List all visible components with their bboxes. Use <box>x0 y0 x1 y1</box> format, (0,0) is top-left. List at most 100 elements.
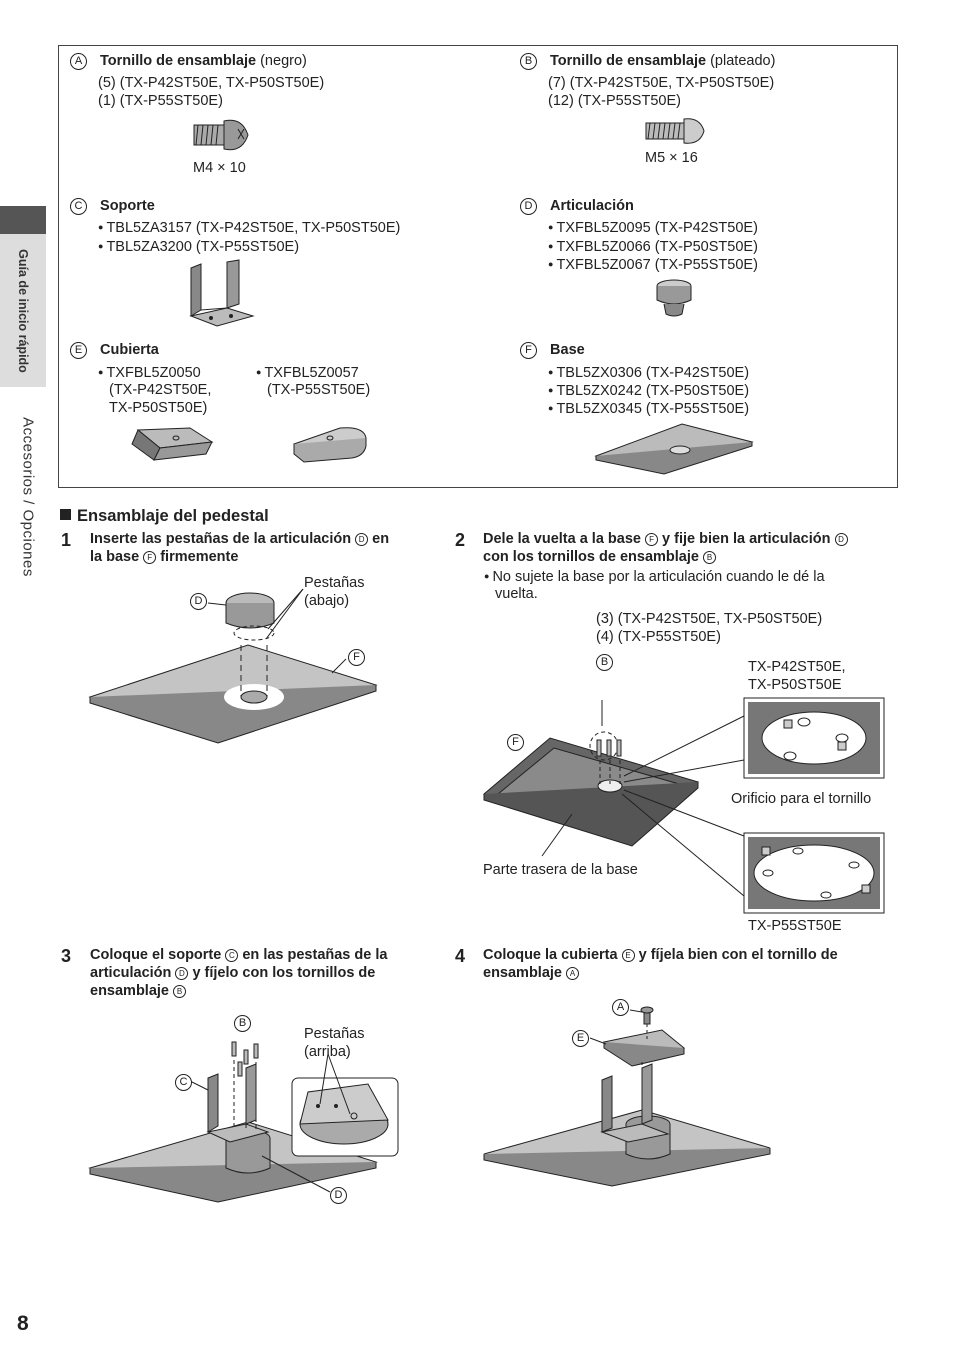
step3-label-arriba: (arriba) <box>304 1044 351 1060</box>
part-e-letter: E <box>70 342 87 359</box>
step3-label-c-letter: C <box>175 1074 192 1091</box>
part-d-letter: D <box>520 198 537 215</box>
side-tab-bottom-label: Accesorios / Opciones <box>19 417 37 577</box>
side-tab-top-label: Guía de inicio rápido <box>16 249 30 373</box>
step3-circ-b: B <box>173 985 187 998</box>
part-b-line2: (12) (TX-P55ST50E) <box>548 93 681 109</box>
step1-label-abajo: (abajo) <box>304 593 350 609</box>
step2-number: 2 <box>455 530 466 550</box>
side-tab-dark <box>0 206 46 234</box>
step2-models1b: TX-P50ST50E <box>748 677 842 693</box>
part-f-item1: TBL5ZX0306 (TX-P42ST50E) <box>548 363 749 382</box>
step1-text-a: Inserte las pestañas de la articulación <box>90 531 356 547</box>
part-d-item1: TXFBL5Z0095 (TX-P42ST50E) <box>548 218 757 237</box>
step1-line2: la base F firmemente <box>90 548 238 566</box>
step1-text-c: la base <box>90 549 144 565</box>
part-f: F Base <box>520 341 585 359</box>
part-b-letter: B <box>520 53 537 70</box>
part-a-line1: (5) (TX-P42ST50E, TX-P50ST50E) <box>98 75 325 91</box>
section-title-text: Ensamblaje del pedestal <box>77 507 269 525</box>
part-a-letter: A <box>70 53 87 70</box>
step3-line3: ensamblaje B <box>90 982 187 1000</box>
step4-label-a: A <box>612 998 629 1016</box>
accessories-box <box>58 45 898 488</box>
step1-label-f-letter: F <box>348 649 365 666</box>
step3-label-b: B <box>234 1014 251 1032</box>
step3-label-pestanas: Pestañas <box>304 1026 365 1042</box>
step2-label-f: F <box>507 733 524 751</box>
part-c-item1: TBL5ZA3157 (TX-P42ST50E, TX-P50ST50E) <box>98 218 400 237</box>
section-title: Ensamblaje del pedestal <box>60 507 269 526</box>
cover-large-icon <box>293 427 367 463</box>
step2-illustration <box>482 700 745 897</box>
part-d-item3: TXFBL5Z0067 (TX-P55ST50E) <box>548 255 757 274</box>
part-f-item3: TBL5ZX0345 (TX-P55ST50E) <box>548 399 749 418</box>
step3-circ-d: D <box>175 967 189 980</box>
step2-circ-d: D <box>834 533 848 546</box>
part-c: C Soporte <box>70 197 155 215</box>
step4-label-e: E <box>572 1029 589 1047</box>
part-e-name: Cubierta <box>100 342 159 358</box>
step1-circ-d: D <box>355 533 369 546</box>
step1-label-d-letter: D <box>190 593 207 610</box>
step3-text-a: Coloque el soporte <box>90 947 226 963</box>
side-tab-light <box>0 234 46 387</box>
part-e: E Cubierta <box>70 341 159 359</box>
step3-circ-c: C <box>225 949 239 962</box>
part-e-item2-line2: (TX-P55ST50E) <box>267 382 371 398</box>
part-c-letter: C <box>70 198 87 215</box>
part-c-name: Soporte <box>100 198 155 214</box>
step3-number: 3 <box>61 946 72 966</box>
part-f-item2: TBL5ZX0242 (TX-P50ST50E) <box>548 381 749 400</box>
step4-label-a-letter: A <box>612 999 629 1016</box>
step1-illustration <box>88 588 378 744</box>
part-a-name: Tornillo de ensamblaje <box>100 53 257 69</box>
joint-icon <box>656 279 692 317</box>
step1-number: 1 <box>61 530 72 550</box>
step2-text-b: y fije bien la articulación <box>658 531 835 547</box>
part-d-item2: TXFBL5Z0066 (TX-P50ST50E) <box>548 237 757 256</box>
step2-label-f-letter: F <box>507 734 524 751</box>
step2-text-c: con los tornillos de ensamblaje <box>483 549 703 565</box>
step2-circ-b: B <box>702 551 716 564</box>
part-c-item2: TBL5ZA3200 (TX-P55ST50E) <box>98 237 299 256</box>
step2-count1: (3) (TX-P42ST50E, TX-P50ST50E) <box>596 611 823 627</box>
step1-label-pestanas: Pestañas <box>304 575 365 591</box>
step4-circ-e: E <box>621 949 635 962</box>
step1-label-d: D <box>190 592 207 610</box>
step1-text-b: en <box>368 531 390 547</box>
part-e-item1-line3: TX-P50ST50E) <box>109 400 208 416</box>
step3-label-b-letter: B <box>234 1015 251 1032</box>
step2-line1: Dele la vuelta a la base F y fije bien l… <box>483 530 848 548</box>
step1-label-f: F <box>348 648 365 666</box>
hole-detail-55 <box>743 832 885 914</box>
step1-line1: Inserte las pestañas de la articulación … <box>90 530 389 548</box>
part-b-suffix: (plateado) <box>706 53 776 69</box>
step4-circ-a: A <box>566 967 580 980</box>
part-a-line2: (1) (TX-P55ST50E) <box>98 93 223 109</box>
step4-line2: ensamblaje A <box>483 964 580 982</box>
step4-label-e-letter: E <box>572 1030 589 1047</box>
hole-detail-42-50 <box>743 697 885 779</box>
stand-bracket-icon <box>189 259 255 327</box>
step3-illustration <box>88 1041 399 1203</box>
page-number: 8 <box>17 1312 29 1335</box>
step2-note-line1: No sujete la base por la articulación cu… <box>484 567 824 586</box>
step2-line2: con los tornillos de ensamblaje B <box>483 548 716 566</box>
part-d-name: Articulación <box>550 198 634 214</box>
step4-text-b: y fíjela bien con el tornillo de <box>634 947 838 963</box>
part-b: B Tornillo de ensamblaje (plateado) <box>520 52 775 70</box>
part-b-caption: M5 × 16 <box>645 150 698 166</box>
step2-label-b-letter: B <box>596 654 613 671</box>
screw-b-icon <box>645 118 705 144</box>
step4-text-c: ensamblaje <box>483 965 567 981</box>
part-e-item2-code: TXFBL5Z0057 <box>256 363 358 382</box>
part-f-letter: F <box>520 342 537 359</box>
step4-text-a: Coloque la cubierta <box>483 947 622 963</box>
part-a-caption: M4 × 10 <box>193 160 246 176</box>
step1-circ-f: F <box>143 551 157 564</box>
step3-text-b: en las pestañas de la <box>238 947 388 963</box>
cover-small-icon <box>131 427 214 461</box>
step2-note-line2: vuelta. <box>495 586 538 602</box>
part-d: D Articulación <box>520 197 634 215</box>
